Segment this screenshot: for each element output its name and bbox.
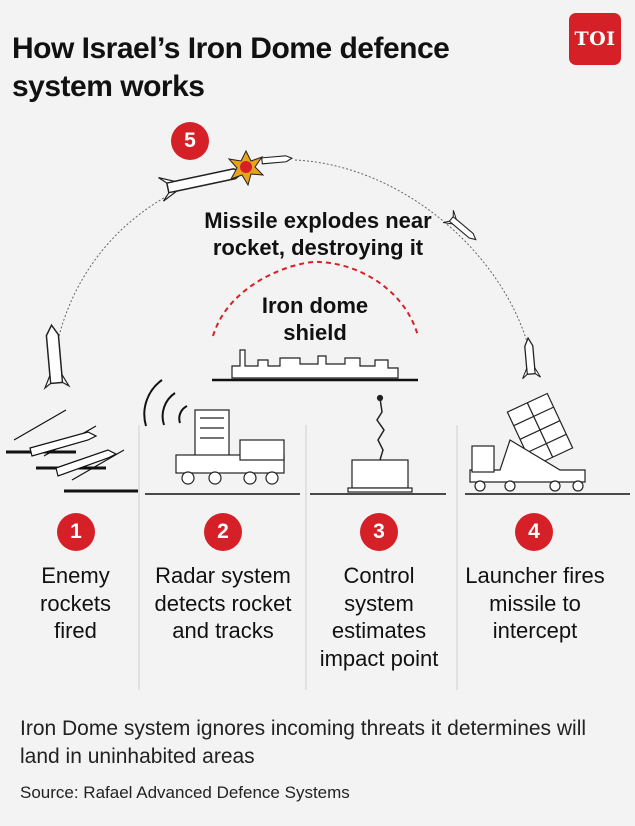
shield-arc bbox=[212, 260, 419, 337]
step-4-badge: 4 bbox=[515, 513, 553, 551]
step-1-label: Enemy rockets fired bbox=[40, 563, 111, 643]
interceptor-missile-icon bbox=[158, 168, 246, 202]
interceptor-trajectory bbox=[294, 159, 529, 346]
intercept-caption: Missile explodes near rocket, destroying… bbox=[204, 208, 432, 260]
step-3-badge: 3 bbox=[360, 513, 398, 551]
shield-caption: Iron dome shield bbox=[261, 293, 369, 345]
radar-waves-icon bbox=[143, 379, 188, 427]
missile-launcher-icon bbox=[469, 392, 586, 492]
page-title: How Israel’s Iron Dome defence system wo… bbox=[12, 32, 450, 103]
descending-missile-icon bbox=[442, 210, 477, 241]
step-2-badge: 2 bbox=[204, 513, 242, 551]
source-note: Source: Rafael Advanced Defence Systems bbox=[20, 783, 350, 802]
rocket-launch-ramps-icon bbox=[6, 409, 138, 493]
footnote: Iron Dome system ignores incoming threat… bbox=[20, 717, 587, 768]
control-system-icon bbox=[347, 394, 413, 493]
city-skyline-icon bbox=[231, 349, 399, 379]
incoming-rocket-icon bbox=[261, 155, 294, 165]
step-2-label: Radar system detects rocket and tracks bbox=[154, 563, 292, 643]
radar-unit-icon bbox=[175, 409, 285, 485]
step-5-badge: 5 bbox=[171, 122, 209, 160]
enemy-rocket-icon bbox=[43, 323, 71, 390]
step-4-label: Launcher fires missile to intercept bbox=[465, 563, 605, 643]
column-dividers bbox=[138, 425, 458, 690]
step-3-label: Control system estimates impact point bbox=[319, 563, 439, 671]
launched-interceptor-icon bbox=[522, 336, 541, 380]
explosion-icon bbox=[227, 149, 265, 187]
toi-logo: TOI bbox=[569, 13, 621, 65]
step-1-badge: 1 bbox=[57, 513, 95, 551]
